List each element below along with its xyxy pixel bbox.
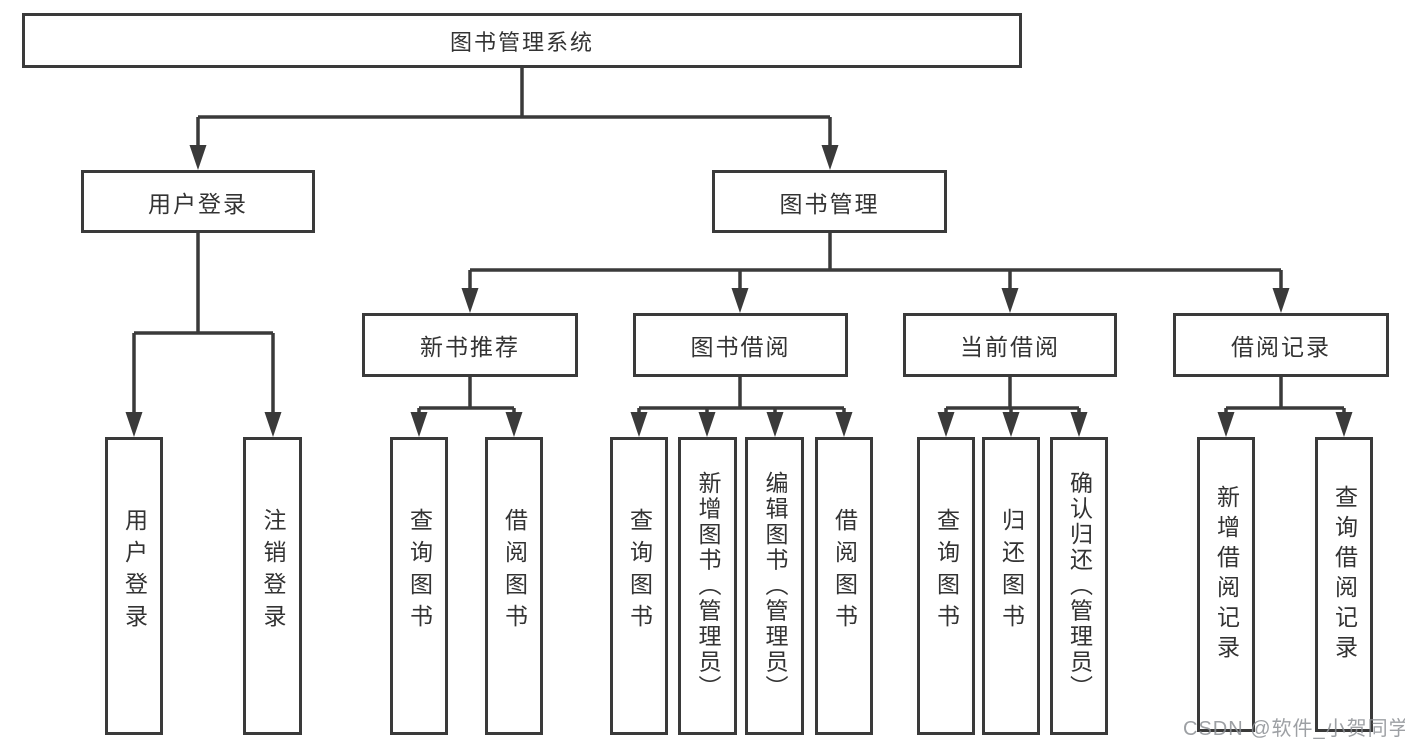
node-book-borrowing-label: 图书借阅: [690, 334, 791, 360]
leaf-nb-borrow-books: 借阅图书: [485, 437, 543, 735]
leaf-bb-borrow-books: 借阅图书: [815, 437, 873, 735]
leaf-cb-return-books: 归还图书: [982, 437, 1040, 735]
node-book-management-label: 图书管理: [779, 190, 880, 217]
arrowheads: [125, 145, 1353, 437]
leaf-bb-borrow-books-label: 借阅图书: [831, 508, 858, 636]
node-borrow-records-label: 借阅记录: [1231, 334, 1331, 360]
leaf-bb-edit-books-admin: 编辑图书（管理员）: [745, 437, 804, 735]
node-book-borrowing: 图书借阅: [633, 313, 848, 377]
node-library-system: 图书管理系统: [22, 13, 1022, 68]
leaf-user-login-label: 用户登录: [121, 508, 148, 636]
leaf-logout: 注销登录: [243, 437, 302, 735]
leaf-bb-add-books-admin: 新增图书（管理员）: [678, 437, 737, 735]
leaf-bb-add-books-admin-label: 新增图书（管理员）: [695, 471, 721, 701]
leaf-cb-confirm-return-admin: 确认归还（管理员）: [1050, 437, 1108, 735]
leaf-cb-query-books: 查询图书: [917, 437, 975, 735]
leaf-cb-confirm-return-admin-label: 确认归还（管理员）: [1066, 471, 1093, 701]
leaf-nb-borrow-books-label: 借阅图书: [501, 508, 528, 636]
leaf-br-add-record: 新增借阅记录: [1197, 437, 1255, 732]
node-book-management: 图书管理: [712, 170, 947, 233]
leaf-logout-label: 注销登录: [260, 508, 286, 636]
node-new-book-recommend-label: 新书推荐: [420, 334, 520, 360]
node-borrow-records: 借阅记录: [1173, 313, 1389, 377]
leaf-nb-query-books-label: 查询图书: [406, 508, 433, 636]
node-library-system-label: 图书管理系统: [449, 29, 594, 55]
node-user-login-label: 用户登录: [148, 190, 248, 217]
leaf-cb-return-books-label: 归还图书: [998, 508, 1025, 636]
leaf-cb-query-books-label: 查询图书: [933, 508, 960, 636]
node-current-borrowing: 当前借阅: [903, 313, 1117, 377]
node-current-borrowing-label: 当前借阅: [960, 334, 1060, 360]
csdn-watermark: CSDN @软件_小贺同学: [1183, 718, 1405, 740]
leaf-br-add-record-label: 新增借阅记录: [1213, 484, 1240, 665]
leaf-bb-query-books-label: 查询图书: [626, 508, 653, 636]
leaf-bb-query-books: 查询图书: [610, 437, 668, 735]
node-user-login: 用户登录: [81, 170, 315, 233]
leaf-nb-query-books: 查询图书: [390, 437, 448, 735]
leaf-br-query-record-label: 查询借阅记录: [1331, 484, 1358, 665]
leaf-br-query-record: 查询借阅记录: [1315, 437, 1373, 732]
node-new-book-recommend: 新书推荐: [362, 313, 578, 377]
leaf-bb-edit-books-admin-label: 编辑图书（管理员）: [762, 471, 788, 701]
leaf-user-login: 用户登录: [105, 437, 163, 735]
